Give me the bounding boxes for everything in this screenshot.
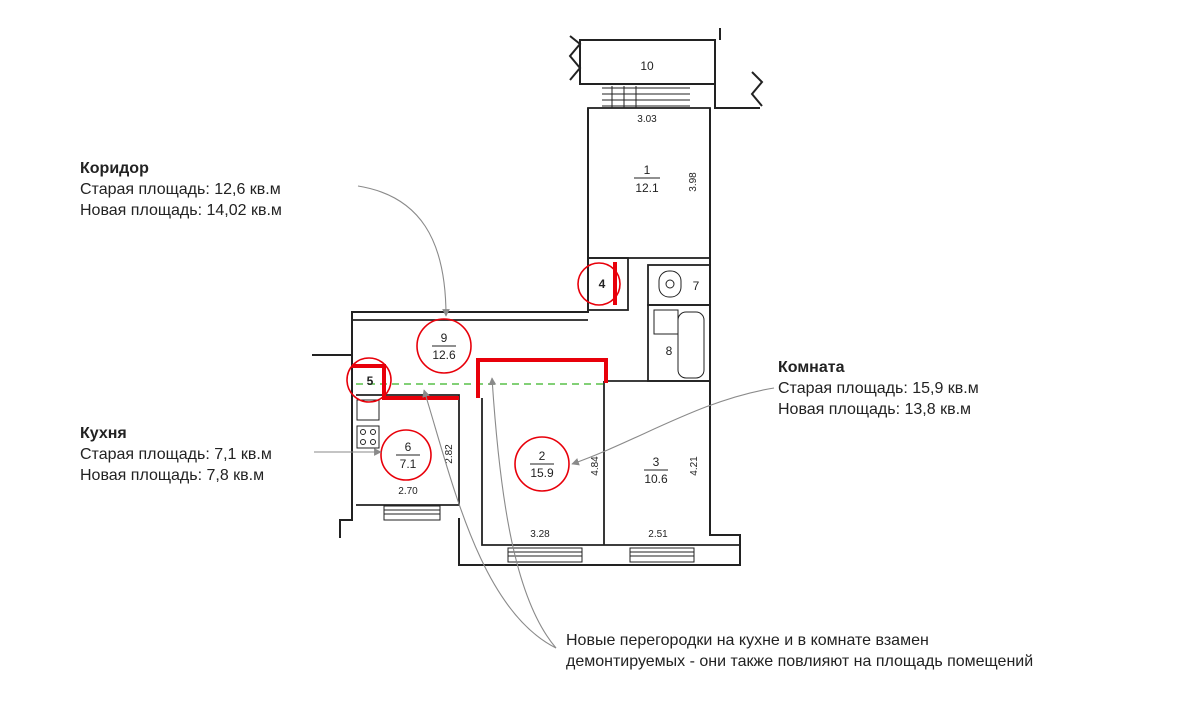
- dim-room2-height: 4.84: [590, 456, 601, 476]
- note-line-2: демонтируемых - они также повлияют на пл…: [566, 653, 1034, 670]
- sink-icon: [653, 309, 679, 335]
- fixtures: [356, 270, 705, 449]
- circle-room5: [346, 357, 392, 403]
- room4-number: 4: [599, 277, 606, 291]
- room3-number: 3: [653, 455, 660, 469]
- corridor-new-area: Новая площадь: 14,02 кв.м: [80, 202, 282, 219]
- interior-walls: [352, 107, 740, 546]
- room7-number: 7: [693, 279, 700, 293]
- break-mark-right: [750, 71, 764, 107]
- room-title: Комната: [778, 359, 845, 376]
- room6-box: [356, 394, 460, 506]
- dim-room1-width: 3.03: [637, 114, 657, 125]
- leader-note-room: [488, 377, 557, 649]
- room7-box: [647, 264, 711, 306]
- balcony-side: [714, 28, 760, 109]
- window-room3: [629, 547, 695, 563]
- room6-area: 7.1: [400, 457, 417, 471]
- stove-burner-icon: [370, 439, 376, 445]
- room2-number: 2: [539, 449, 546, 463]
- room10-number: 10: [640, 59, 654, 73]
- kitchen-sink-icon: [356, 399, 380, 421]
- corridor-old-area: Старая площадь: 12,6 кв.м: [80, 181, 281, 198]
- dim-room6-height: 2.82: [444, 444, 455, 464]
- leader-room: [571, 387, 775, 466]
- window-room10: [602, 86, 690, 108]
- window-room2: [507, 547, 583, 563]
- dim-room2-width: 3.28: [530, 529, 550, 540]
- balcony-outline: [579, 39, 716, 85]
- circle-room2: [514, 436, 570, 492]
- new-partition-room2: [476, 358, 608, 398]
- room-new-area: Новая площадь: 13,8 кв.м: [778, 401, 972, 418]
- bathtub-icon: [677, 311, 705, 379]
- room3-area: 10.6: [644, 472, 668, 486]
- room1-box: [587, 107, 711, 259]
- stove-icon: [356, 425, 380, 449]
- circle-room9: [416, 318, 472, 374]
- fraction-lines: [396, 177, 668, 471]
- annotation-note: Новые перегородки на кухне и в комнате в…: [566, 630, 1033, 672]
- room1-area: 12.1: [635, 181, 659, 195]
- kitchen-new-area: Новая площадь: 7,8 кв.м: [80, 467, 265, 484]
- room2-area: 15.9: [530, 466, 554, 480]
- annotation-kitchen: Кухня Старая площадь: 7,1 кв.м Новая пло…: [80, 423, 272, 486]
- annotation-room: Комната Старая площадь: 15,9 кв.м Новая …: [778, 357, 979, 420]
- leader-note-kitchen: [422, 389, 557, 649]
- stove-burner-icon: [360, 429, 366, 435]
- room1-number: 1: [644, 163, 651, 177]
- room8-number: 8: [666, 344, 673, 358]
- dim-room1-height: 3.98: [688, 172, 699, 192]
- break-mark-left: [568, 35, 582, 81]
- room9-area: 12.6: [432, 348, 456, 362]
- room9-number: 9: [441, 331, 448, 345]
- new-partition-kitchen: [352, 364, 459, 400]
- room-labels: 10 1 12.1 4 7 8 9 12.6 5 6 7.1 2 15.9 3 …: [367, 59, 700, 486]
- corridor-title: Коридор: [80, 160, 149, 177]
- wall-room2-left: [481, 398, 740, 546]
- windows: [383, 86, 695, 563]
- room6-number: 6: [405, 440, 412, 454]
- toilet-bowl-icon: [665, 279, 675, 289]
- toilet-icon: [658, 270, 682, 298]
- stove-burner-icon: [370, 429, 376, 435]
- leader-corridor: [357, 185, 450, 317]
- kitchen-title: Кухня: [80, 425, 127, 442]
- window-kitchen: [383, 505, 441, 521]
- dimension-labels: 3.03 3.98 2.82 2.70 4.84 4.21 3.28 2.51: [398, 114, 700, 540]
- dim-room6-width: 2.70: [398, 486, 418, 497]
- room4-box: [587, 257, 629, 311]
- annotation-corridor: Коридор Старая площадь: 12,6 кв.м Новая …: [80, 158, 282, 221]
- circle-room4: [577, 262, 621, 306]
- note-line-1: Новые перегородки на кухне и в комнате в…: [566, 632, 929, 649]
- wall-right-bottom: [458, 108, 741, 566]
- room-old-area: Старая площадь: 15,9 кв.м: [778, 380, 979, 397]
- wall-kitchen-left: [339, 355, 353, 538]
- stove-burner-icon: [360, 439, 366, 445]
- highlight-circles: [346, 262, 621, 492]
- leader-lines: [314, 185, 775, 649]
- dim-room3-width: 2.51: [648, 529, 668, 540]
- dim-room3-height: 4.21: [689, 456, 700, 476]
- room5-number: 5: [367, 374, 374, 388]
- kitchen-old-area: Старая площадь: 7,1 кв.м: [80, 446, 272, 463]
